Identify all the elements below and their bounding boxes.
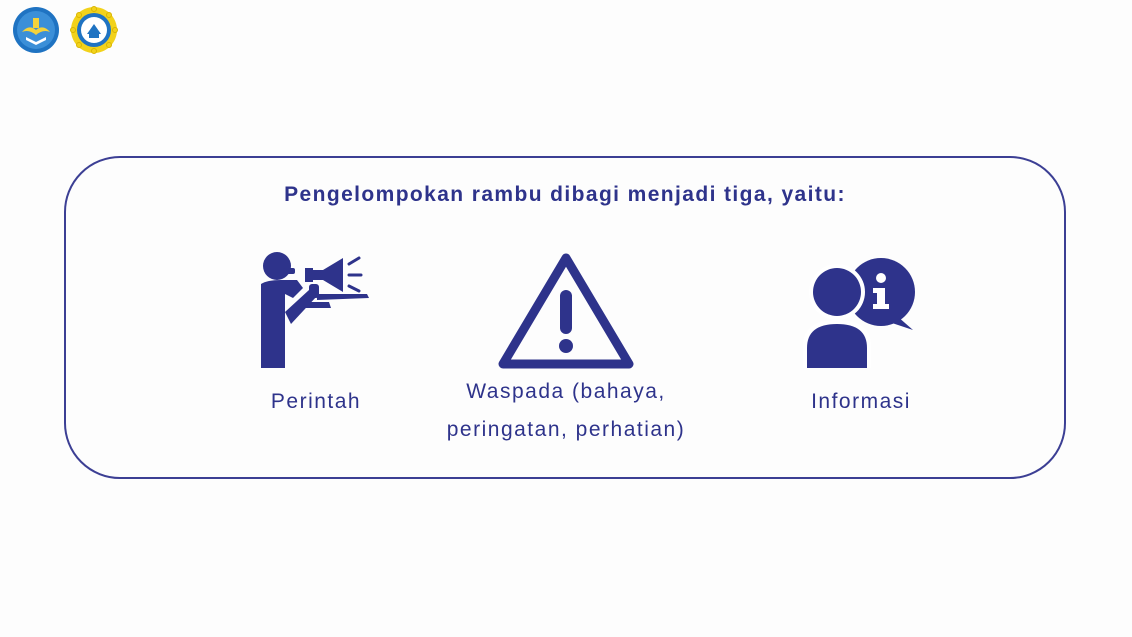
card-title: Pengelompokan rambu dibagi menjadi tiga,… xyxy=(284,183,846,206)
category-label-perintah: Perintah xyxy=(270,390,362,413)
person-info-bubble-icon xyxy=(803,258,915,368)
category-label-informasi: Informasi xyxy=(811,390,911,413)
category-label-waspada-line1: Waspada (bahaya, xyxy=(466,380,666,403)
category-label-waspada-line2: peringatan, perhatian) xyxy=(446,418,686,441)
school-emblem-logo xyxy=(70,6,118,54)
warning-triangle-icon xyxy=(498,253,634,369)
category-perintah: Perintah xyxy=(206,250,426,418)
sign-categories-card: Pengelompokan rambu dibagi menjadi tiga,… xyxy=(64,156,1066,479)
tut-wuri-handayani-logo xyxy=(12,6,60,54)
megaphone-person-icon xyxy=(261,252,369,368)
category-informasi: Informasi xyxy=(756,250,966,418)
category-waspada: Waspada (bahaya, peringatan, perhatian) xyxy=(416,250,716,446)
